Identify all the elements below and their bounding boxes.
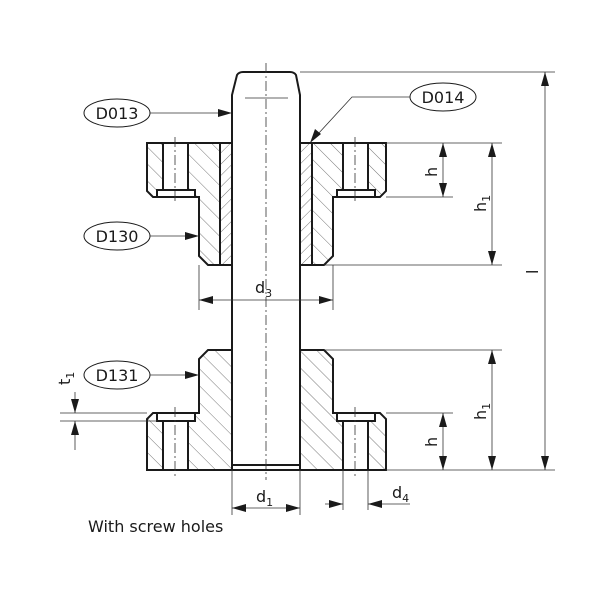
svg-text:D014: D014	[422, 88, 465, 107]
label-d013: D013	[83, 98, 232, 128]
label-d014: D014	[310, 82, 477, 143]
dim-h1-upper: h1	[471, 195, 493, 212]
label-d131: D131	[83, 360, 199, 390]
label-d130: D130	[83, 221, 199, 251]
arrowheads	[71, 72, 549, 512]
extension-lines	[60, 71, 555, 515]
upper-bushing	[146, 137, 387, 266]
dim-d4: d4	[392, 483, 409, 505]
svg-text:D130: D130	[96, 227, 139, 246]
dim-l: l	[523, 270, 542, 274]
caption: With screw holes	[88, 517, 224, 536]
dim-d3: d3	[255, 278, 272, 300]
dim-h-lower: h	[422, 437, 441, 447]
dim-h1-lower: h1	[471, 403, 493, 420]
dim-d1: d1	[256, 487, 273, 509]
dim-t1: t1	[55, 372, 77, 385]
svg-text:D131: D131	[96, 366, 139, 385]
dim-h-upper: h	[422, 167, 441, 177]
svg-text:D013: D013	[96, 104, 139, 123]
lower-bushing	[146, 349, 387, 476]
